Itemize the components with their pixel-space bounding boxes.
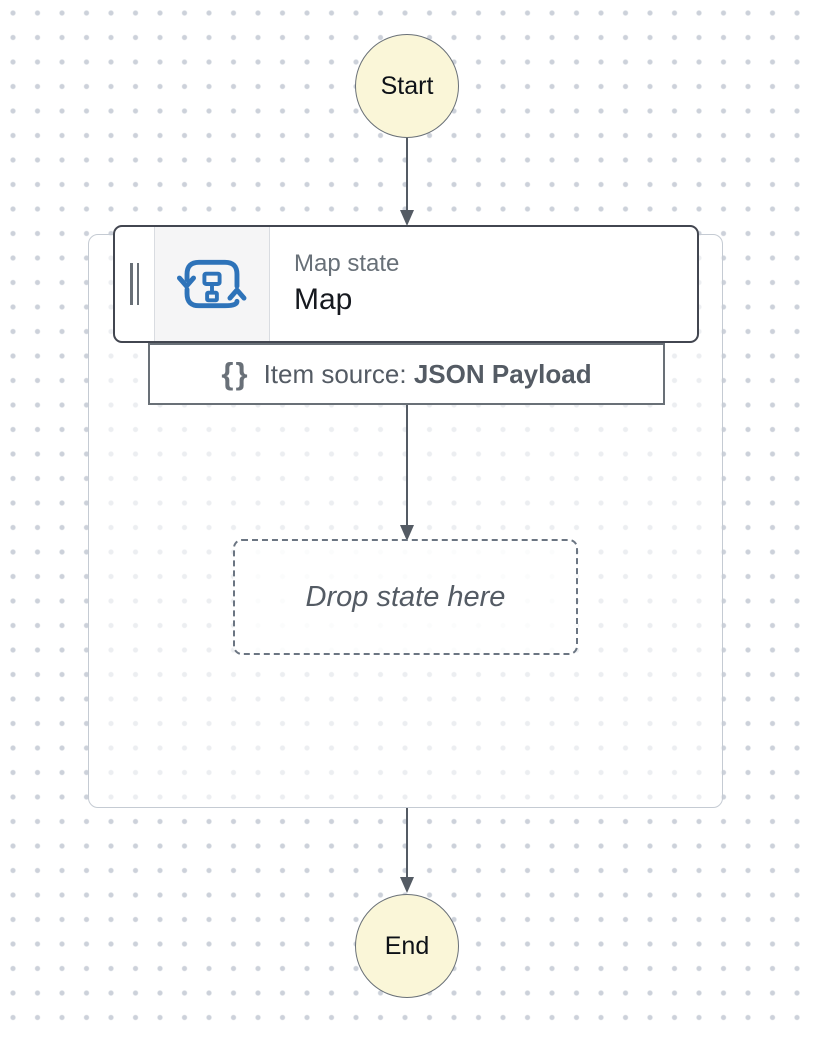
drop-state-target[interactable]: Drop state here <box>233 539 578 655</box>
item-source-value: JSON Payload <box>413 358 592 389</box>
item-source-label: Item source: <box>263 358 414 389</box>
map-state-icon-zone <box>154 227 270 341</box>
drag-handle-bar <box>130 263 133 305</box>
drag-handle-bar <box>136 263 139 305</box>
json-braces-icon: {} <box>221 355 250 391</box>
map-state-text-zone: Map state Map <box>270 227 697 341</box>
end-node-label: End <box>384 931 430 960</box>
state-name-label: Map <box>294 282 353 316</box>
item-source-text: Item source: JSON Payload <box>264 359 592 390</box>
drag-handle-icon[interactable] <box>115 227 154 341</box>
drop-zone-label: Drop state here <box>305 580 506 613</box>
end-node: End <box>355 894 459 998</box>
map-iterator-loop-icon <box>176 259 247 309</box>
arrow-start-to-map <box>400 138 414 226</box>
map-state-card[interactable]: Map state Map <box>113 225 699 343</box>
arrow-container-to-end <box>400 808 414 893</box>
state-type-label: Map state <box>294 250 400 278</box>
start-node-label: Start <box>380 71 434 100</box>
start-node: Start <box>355 34 459 138</box>
item-source-bar[interactable]: {} Item source: JSON Payload <box>148 343 665 405</box>
